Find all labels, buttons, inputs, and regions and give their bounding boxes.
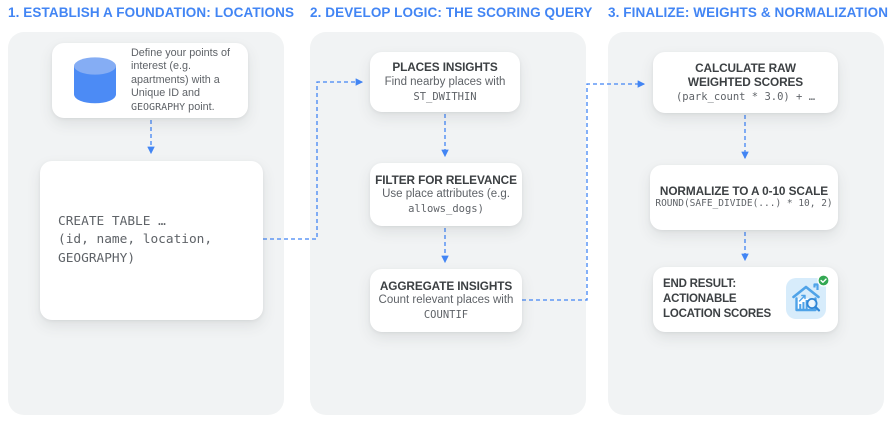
column-1-header: 1. ESTABLISH A FOUNDATION: LOCATIONS — [8, 5, 295, 20]
column-2-header: 2. DEVELOP LOGIC: THE SCORING QUERY — [310, 5, 593, 20]
calculate-scores-title: CALCULATE RAW WEIGHTED SCORES — [687, 60, 804, 90]
aggregate-insights-code: COUNTIF — [423, 309, 469, 322]
define-points-text-after: point. — [185, 100, 215, 113]
places-insights-code: ST_DWITHIN — [413, 90, 477, 103]
normalize-scale-code: ROUND(SAFE_DIVIDE(...) * 10, 2) — [655, 198, 833, 210]
places-insights-title: PLACES INSIGHTS — [392, 60, 498, 75]
normalize-scale-card: NORMALIZE TO A 0-10 SCALE ROUND(SAFE_DIV… — [650, 165, 838, 230]
column-3-header: 3. FINALIZE: WEIGHTS & NORMALIZATION — [608, 5, 889, 20]
create-table-card: CREATE TABLE … (id, name, location, GEOG… — [40, 161, 263, 320]
aggregate-insights-title: AGGREGATE INSIGHTS — [379, 278, 513, 293]
check-badge-icon — [817, 274, 830, 287]
normalize-scale-title: NORMALIZE TO A 0-10 SCALE — [659, 183, 829, 198]
filter-relevance-code: allows_dogs) — [408, 203, 484, 216]
define-points-text-before: Define your points of interest (e.g. apa… — [131, 46, 231, 100]
filter-relevance-title: FILTER FOR RELEVANCE — [375, 172, 517, 187]
define-points-text: Define your points of interest (e.g. apa… — [131, 47, 245, 115]
aggregate-insights-description: Count relevant places with — [378, 294, 514, 307]
places-insights-description: Find nearby places with — [384, 75, 506, 88]
define-points-card: Define your points of interest (e.g. apa… — [52, 43, 248, 118]
calculate-scores-code: (park_count * 3.0) + … — [675, 91, 816, 104]
end-result-card: END RESULT: ACTIONABLE LOCATION SCORES — [653, 267, 838, 332]
filter-relevance-description: Use place attributes (e.g. — [382, 188, 510, 201]
location-scores-icon — [786, 274, 830, 325]
aggregate-insights-card: AGGREGATE INSIGHTS Count relevant places… — [370, 269, 522, 332]
end-result-title: END RESULT: ACTIONABLE LOCATION SCORES — [663, 278, 771, 320]
geography-inline-code: GEOGRAPHY — [131, 101, 186, 113]
create-table-code: CREATE TABLE … (id, name, location, GEOG… — [58, 214, 213, 266]
database-icon — [72, 56, 118, 105]
filter-relevance-card: FILTER FOR RELEVANCE Use place attribute… — [370, 163, 522, 226]
calculate-scores-card: CALCULATE RAW WEIGHTED SCORES (park_coun… — [653, 52, 838, 113]
places-insights-card: PLACES INSIGHTS Find nearby places with … — [370, 52, 520, 112]
